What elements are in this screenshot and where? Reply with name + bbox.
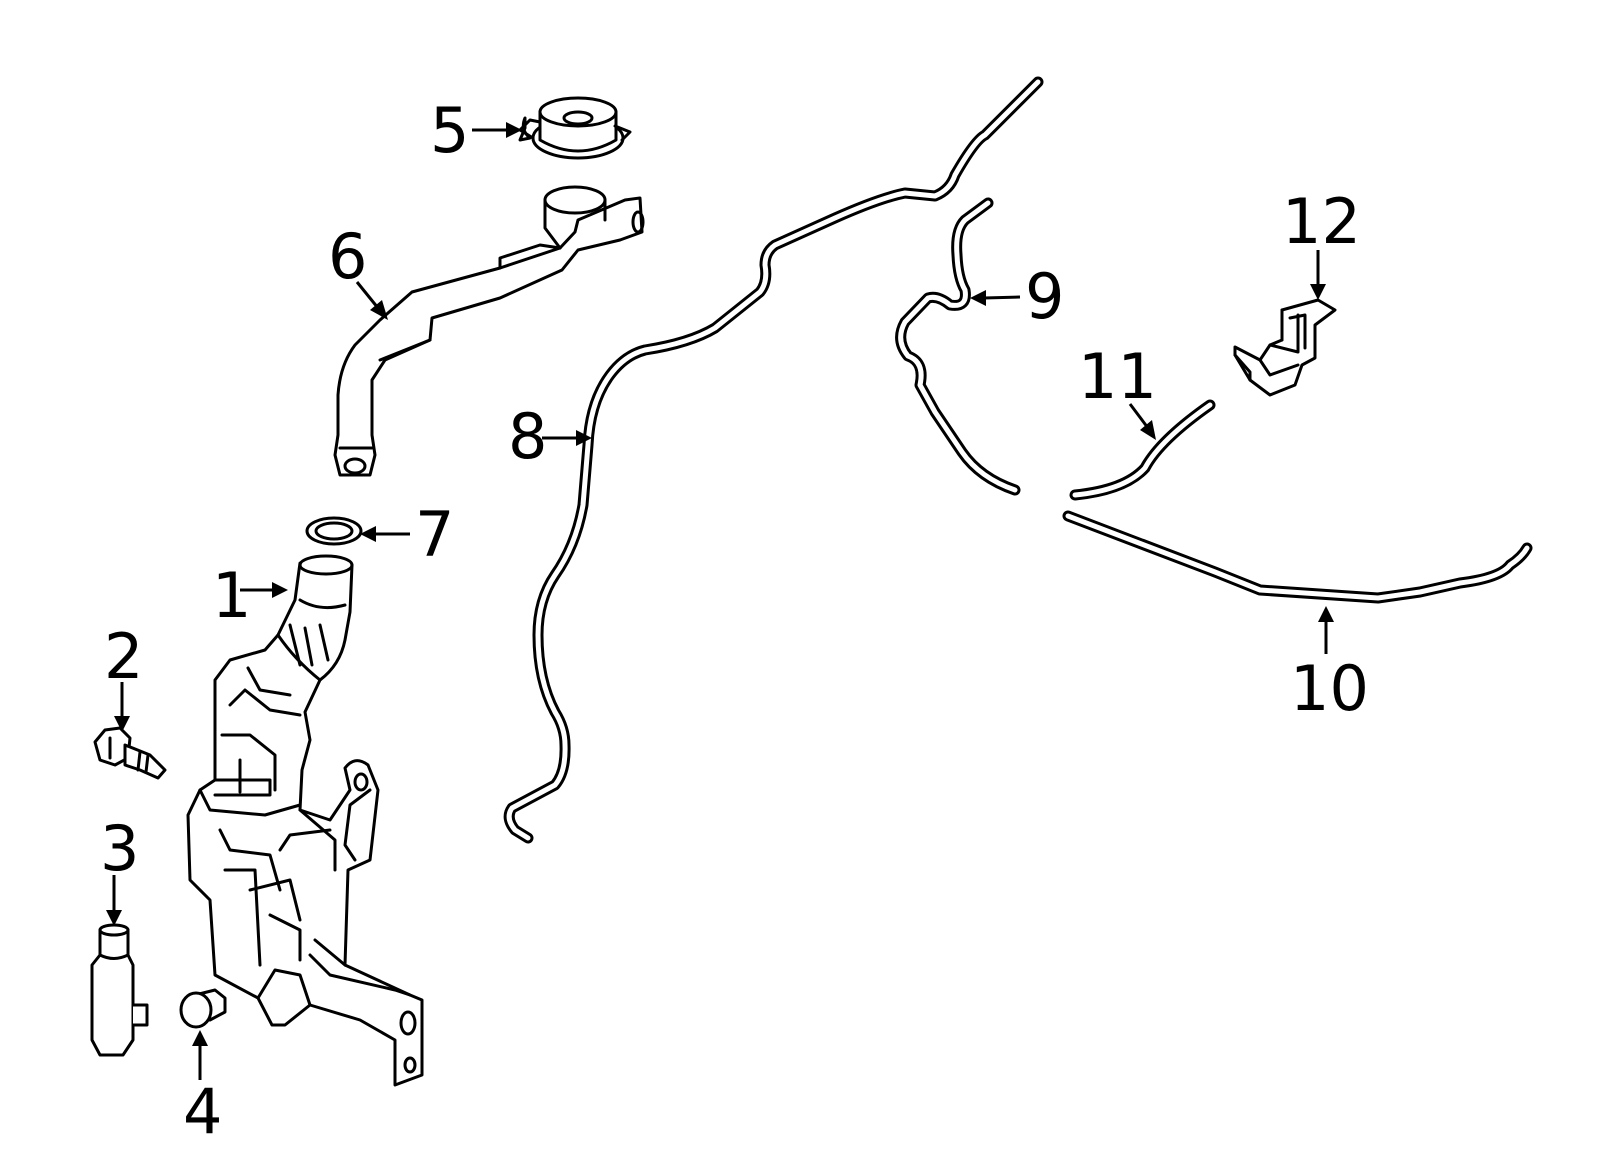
- part-1-washer-reservoir: [186, 554, 424, 1087]
- part-9-washer-hose: [895, 197, 1021, 496]
- callout-label-3: 3: [100, 812, 139, 885]
- callout-label-1: 1: [212, 559, 251, 632]
- callout-label-10: 10: [1290, 652, 1369, 725]
- callout-labels: 1 2 3 4 5 6 7 8 9 10 11 12: [100, 94, 1369, 1148]
- callout-label-7: 7: [415, 498, 454, 571]
- callout-label-5: 5: [430, 94, 469, 167]
- callout-label-8: 8: [508, 400, 547, 473]
- part-4-grommet: [179, 988, 227, 1029]
- part-11-washer-hose: [1069, 399, 1216, 501]
- part-3-washer-pump: [90, 923, 149, 1057]
- callout-arrows: [106, 122, 1334, 1080]
- callout-label-6: 6: [328, 220, 367, 293]
- callout-label-4: 4: [183, 1075, 222, 1148]
- callout-label-2: 2: [104, 620, 143, 693]
- callout-label-9: 9: [1025, 260, 1064, 333]
- callout-label-11: 11: [1078, 340, 1157, 413]
- part-10-washer-hose: [1062, 510, 1533, 604]
- part-2-bolt: [93, 726, 167, 780]
- part-7-seal-ring: [305, 516, 363, 546]
- part-8-washer-hose: [503, 76, 1044, 844]
- part-5-filler-cap: [518, 96, 632, 160]
- part-12-hose-clip: [1233, 298, 1337, 397]
- part-6-filler-neck: [333, 185, 645, 477]
- callout-label-12: 12: [1282, 185, 1361, 258]
